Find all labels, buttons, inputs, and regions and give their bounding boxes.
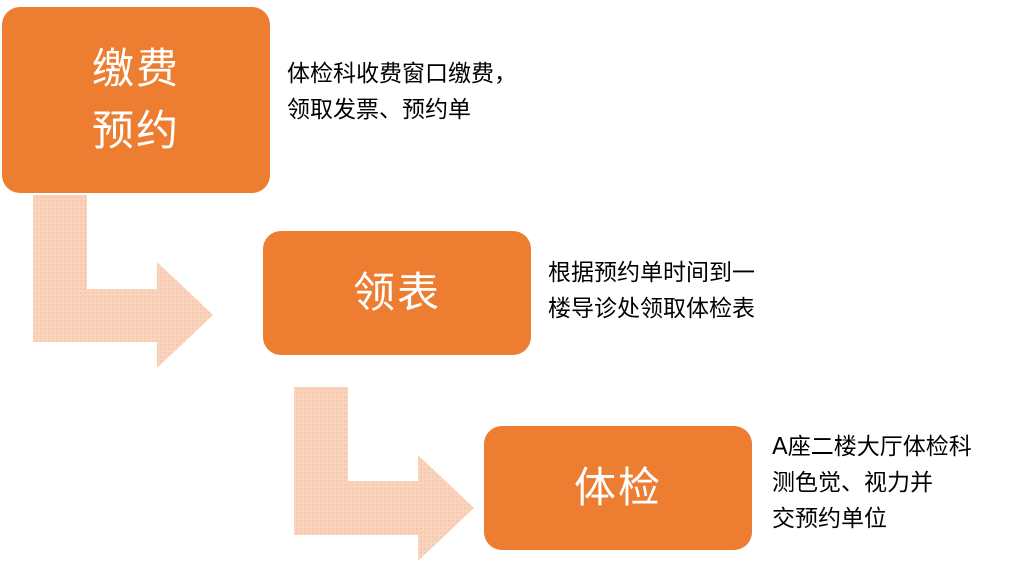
step-description-form: 根据预约单时间到一 楼导诊处领取体检表 (548, 260, 755, 322)
bent-arrow-1 (33, 195, 213, 368)
bent-arrow-2 (294, 387, 474, 561)
step-label-exam: 体检 (573, 463, 662, 512)
step-box-payment: 缴费 预约 (2, 7, 270, 193)
step-box-exam: 体检 (484, 426, 752, 550)
step-description-payment: 体检科收费窗口缴费， 领取发票、预约单 (287, 61, 517, 123)
step-box-form: 领表 (263, 231, 531, 355)
step-description-exam: A座二楼大厅体检科 测色觉、视力并 交预约单位 (772, 434, 972, 532)
step-label-form: 领表 (352, 268, 441, 317)
step-label-payment: 缴费 预约 (91, 44, 180, 155)
